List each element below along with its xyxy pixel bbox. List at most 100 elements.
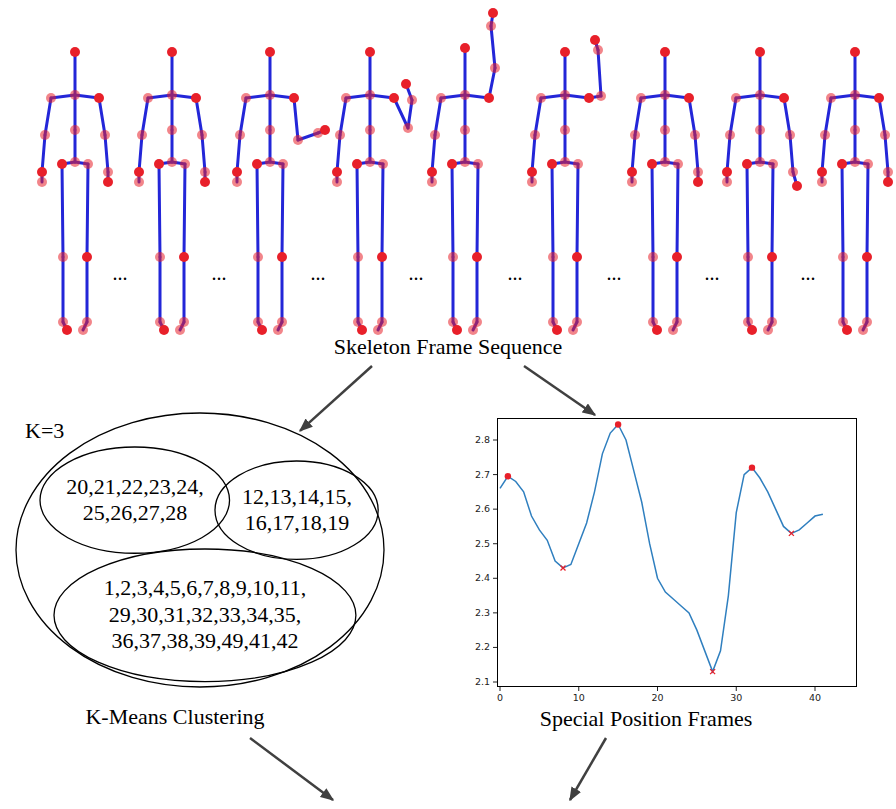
- cluster-count: K=3: [25, 418, 64, 444]
- joint: [731, 93, 741, 103]
- joint: [389, 93, 399, 103]
- joint: [167, 125, 177, 135]
- joint: [722, 167, 732, 177]
- frame-index-list: 20,21,22,23,24, 25,26,27,28: [64, 474, 206, 527]
- joint: [448, 252, 458, 262]
- bone: [598, 50, 601, 96]
- output-arrow: [250, 738, 333, 800]
- joint: [768, 159, 778, 169]
- joint: [62, 325, 72, 335]
- joint: [660, 47, 670, 57]
- bone: [452, 164, 453, 257]
- bone: [62, 257, 65, 322]
- joint: [648, 252, 658, 262]
- joint: [722, 177, 732, 187]
- joint: [353, 252, 363, 262]
- skeleton: [232, 47, 330, 335]
- joint: [817, 167, 827, 177]
- bone: [771, 257, 774, 322]
- joint: [560, 90, 570, 100]
- joint: [82, 252, 92, 262]
- bone: [772, 164, 773, 257]
- bone: [822, 135, 825, 172]
- joint: [560, 47, 570, 57]
- joint: [447, 159, 457, 169]
- axis-tick-label: 2.2: [475, 641, 490, 652]
- bone: [727, 135, 730, 172]
- joint: [197, 130, 207, 140]
- joint: [427, 167, 437, 177]
- caption: Special Position Frames: [540, 706, 753, 732]
- bone: [74, 52, 77, 95]
- bone: [491, 26, 495, 68]
- bone: [664, 95, 667, 130]
- joint: [755, 47, 765, 57]
- joint: [460, 157, 470, 167]
- bone: [196, 98, 202, 135]
- joint: [265, 157, 275, 167]
- bone: [240, 98, 246, 135]
- joint: [652, 325, 662, 335]
- bone: [842, 257, 845, 322]
- joint: [568, 325, 578, 335]
- joint: [755, 157, 765, 167]
- joint: [401, 79, 411, 89]
- bone: [382, 164, 383, 257]
- bone: [759, 95, 762, 130]
- joint: [134, 177, 144, 187]
- ellipsis-mark: ...: [508, 262, 523, 285]
- bone: [357, 164, 358, 257]
- joint: [200, 177, 210, 187]
- bone: [689, 98, 695, 135]
- valley-marker: [561, 565, 566, 570]
- axis-tick-label: 2.5: [475, 538, 490, 549]
- bone: [369, 95, 372, 130]
- joint: [257, 325, 267, 335]
- axis-tick-label: 2.1: [475, 676, 490, 687]
- ellipsis-mark: ...: [212, 262, 227, 285]
- joint: [468, 325, 478, 335]
- joint: [660, 157, 670, 167]
- joint: [548, 252, 558, 262]
- bone: [842, 164, 843, 257]
- cluster-ellipse: 12,13,14,15, 16,17,18,19: [214, 460, 379, 560]
- joint: [763, 325, 773, 335]
- joint: [46, 93, 56, 103]
- ellipse-outline: [215, 461, 378, 559]
- joint: [70, 125, 80, 135]
- joint: [747, 325, 757, 335]
- bone: [257, 257, 260, 322]
- joint: [179, 252, 189, 262]
- joint: [407, 95, 417, 105]
- joint: [365, 125, 375, 135]
- plot-panel: Special Position Frames: [497, 418, 857, 687]
- bone: [105, 135, 108, 172]
- joint: [850, 90, 860, 100]
- joint: [332, 177, 342, 187]
- ellipsis-mark: ...: [801, 262, 816, 285]
- joint: [357, 325, 367, 335]
- joint: [430, 130, 440, 140]
- bone: [532, 135, 535, 172]
- joint: [103, 177, 113, 187]
- bone: [632, 135, 635, 172]
- skeleton-figures: [37, 8, 893, 335]
- joint: [332, 167, 342, 177]
- cluster-ellipse: 20,21,22,23,24, 25,26,27,28: [39, 446, 231, 554]
- joint: [630, 130, 640, 140]
- joint: [159, 325, 169, 335]
- joint: [842, 325, 852, 335]
- skeleton: [627, 47, 703, 335]
- tick-mark: [657, 687, 658, 691]
- joint: [880, 130, 890, 140]
- skeleton: [37, 47, 113, 335]
- bone: [695, 135, 698, 172]
- frame-index-list: 12,13,14,15, 16,17,18,19: [239, 484, 355, 537]
- joint: [850, 47, 860, 57]
- joint: [530, 130, 540, 140]
- joint: [826, 93, 836, 103]
- joint: [627, 177, 637, 187]
- joint: [725, 130, 735, 140]
